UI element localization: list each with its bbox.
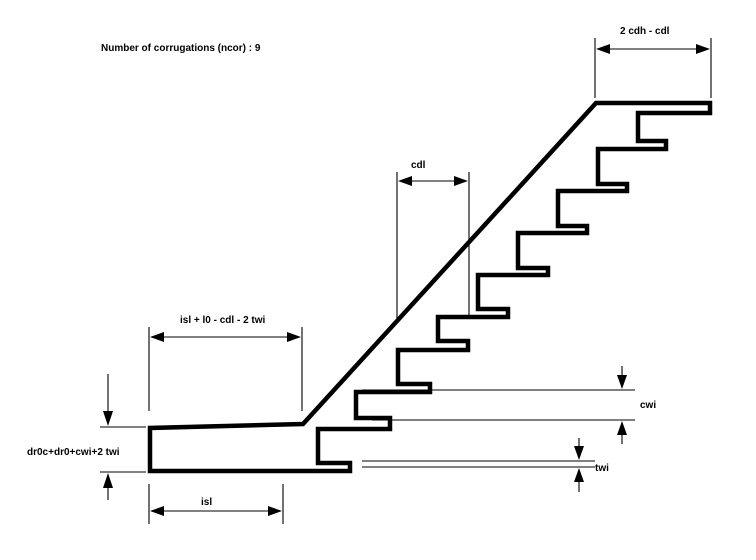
top-flange-dimension [594, 38, 712, 98]
inner-segment-dimension [148, 327, 303, 411]
isl-dimension-label: isl [201, 497, 212, 508]
total-height-dimension-label: dr0c+dr0+cwi+2 twi [27, 447, 120, 458]
twi-dimension-label: twi [595, 463, 609, 474]
isl-dimension [148, 484, 284, 524]
corrugation-count-label: Number of corrugations (ncor) : 9 [101, 43, 261, 54]
cdl-dimension [396, 172, 470, 318]
cwi-dimension-label: cwi [640, 400, 656, 411]
cdl-dimension-label: cdl [411, 160, 426, 171]
total-height-dimension [100, 374, 146, 500]
corrugated-profile [147, 100, 713, 474]
twi-dimension [362, 438, 595, 492]
inner-segment-dimension-label: isl + l0 - cdl - 2 twi [180, 315, 266, 326]
top-flange-dimension-label: 2 cdh - cdl [620, 26, 670, 37]
cwi-dimension [362, 366, 635, 444]
